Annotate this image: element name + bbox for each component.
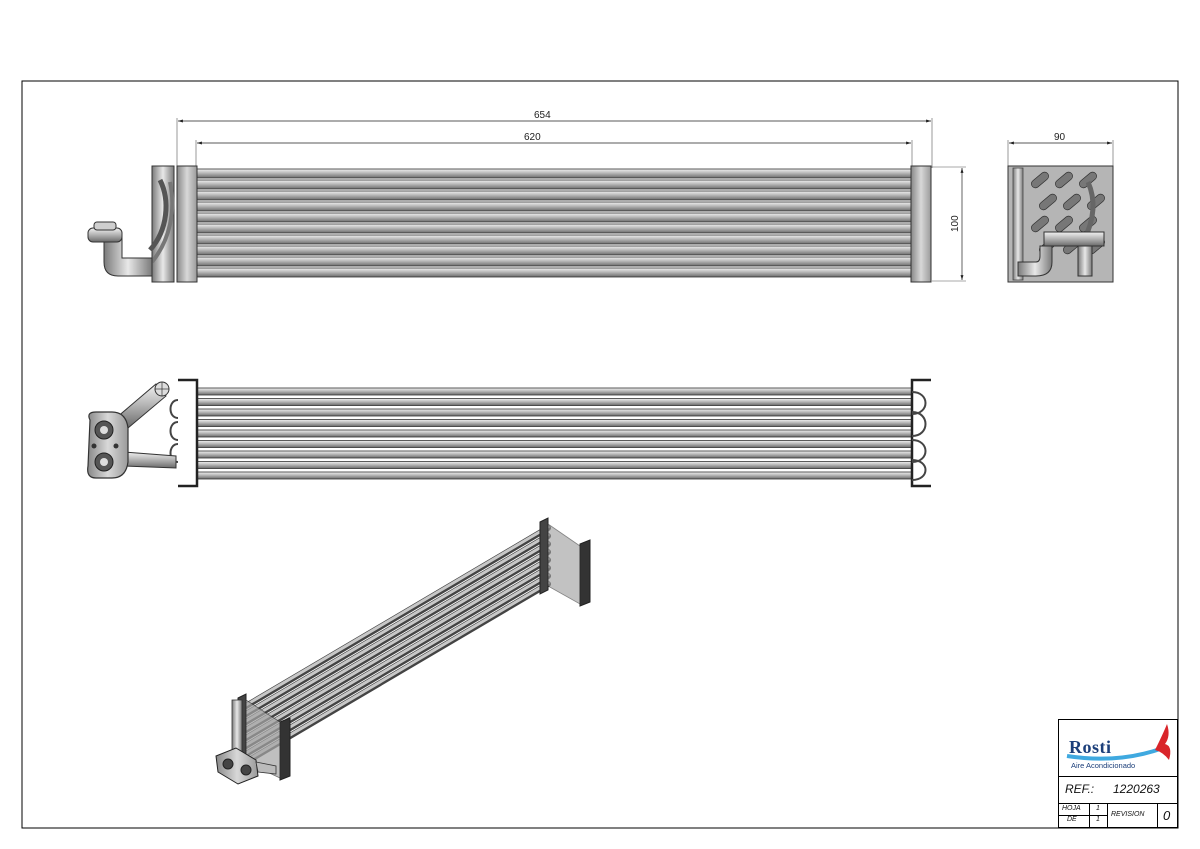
isometric-tube	[244, 581, 550, 763]
sheet-value: 1	[1096, 805, 1100, 812]
front-fitting-pipe	[103, 237, 153, 277]
title-block: Rosti Aire Acondicionado REF.: 1220263 H…	[1058, 719, 1178, 828]
dimension-654: 654	[534, 110, 551, 121]
top-tube	[196, 387, 913, 396]
isometric-tube	[244, 565, 550, 747]
top-tube	[196, 408, 913, 417]
side-slot	[1055, 215, 1073, 233]
top-view	[87, 378, 931, 488]
front-tube	[196, 223, 912, 234]
front-tube	[196, 201, 912, 212]
company-tagline: Aire Acondicionado	[1071, 761, 1136, 770]
side-slot	[1055, 171, 1073, 189]
ref-value: 1220263	[1113, 782, 1160, 796]
isometric-core-tubes	[243, 525, 551, 765]
isometric-tube	[244, 573, 550, 755]
side-slot	[1063, 193, 1081, 211]
top-right-plate	[910, 378, 931, 488]
front-tube	[196, 168, 912, 179]
isometric-view	[215, 517, 591, 785]
top-core-tubes	[196, 387, 913, 480]
sheet-label: HOJA	[1062, 805, 1081, 812]
top-tube	[196, 461, 913, 469]
of-value: 1	[1096, 816, 1100, 823]
front-tube	[196, 212, 912, 223]
side-fitting-block	[1043, 231, 1105, 247]
top-tube	[196, 429, 913, 438]
top-lower-pipe	[123, 451, 177, 469]
side-fitting-elbow	[1017, 245, 1053, 277]
top-tube	[196, 471, 913, 480]
sheet-info-row: HOJA 1 DE 1 REVISION 0	[1059, 804, 1177, 827]
front-left-plate	[176, 165, 198, 283]
front-core-tubes	[196, 168, 912, 278]
front-tube	[196, 234, 912, 245]
front-tube	[196, 245, 912, 256]
top-left-plate	[178, 378, 199, 488]
side-slot	[1031, 171, 1049, 189]
front-view: 654 620 100	[87, 110, 966, 283]
logo-swoosh-icon	[1066, 724, 1171, 761]
dimension-100: 100	[950, 215, 961, 232]
front-tube	[196, 179, 912, 190]
front-right-plate	[910, 165, 932, 283]
front-tube	[196, 267, 912, 278]
ref-label: REF.:	[1065, 782, 1095, 796]
dimension-620: 620	[524, 132, 541, 143]
side-slot	[1039, 193, 1057, 211]
isometric-tube	[244, 541, 550, 723]
top-tube	[196, 419, 913, 427]
reference-row: REF.: 1220263	[1059, 777, 1177, 804]
top-tube	[196, 398, 913, 406]
isometric-tube	[244, 549, 550, 731]
top-tube	[196, 440, 913, 448]
isometric-tube	[244, 557, 550, 739]
revision-label: REVISION	[1111, 811, 1145, 818]
isometric-tube	[244, 533, 550, 715]
side-slot	[1031, 215, 1049, 233]
of-label: DE	[1067, 816, 1077, 823]
side-view: 90	[1007, 132, 1114, 283]
sheet-border	[21, 80, 1179, 829]
front-tube	[196, 190, 912, 201]
company-name: Rosti	[1069, 737, 1112, 757]
isometric-tube	[244, 525, 550, 707]
revision-value: 0	[1163, 808, 1171, 823]
top-tube	[196, 450, 913, 459]
dimension-90: 90	[1054, 132, 1066, 143]
isometric-far-plate	[539, 517, 549, 595]
company-logo: Rosti Aire Acondicionado	[1059, 720, 1177, 777]
front-tube	[196, 256, 912, 267]
